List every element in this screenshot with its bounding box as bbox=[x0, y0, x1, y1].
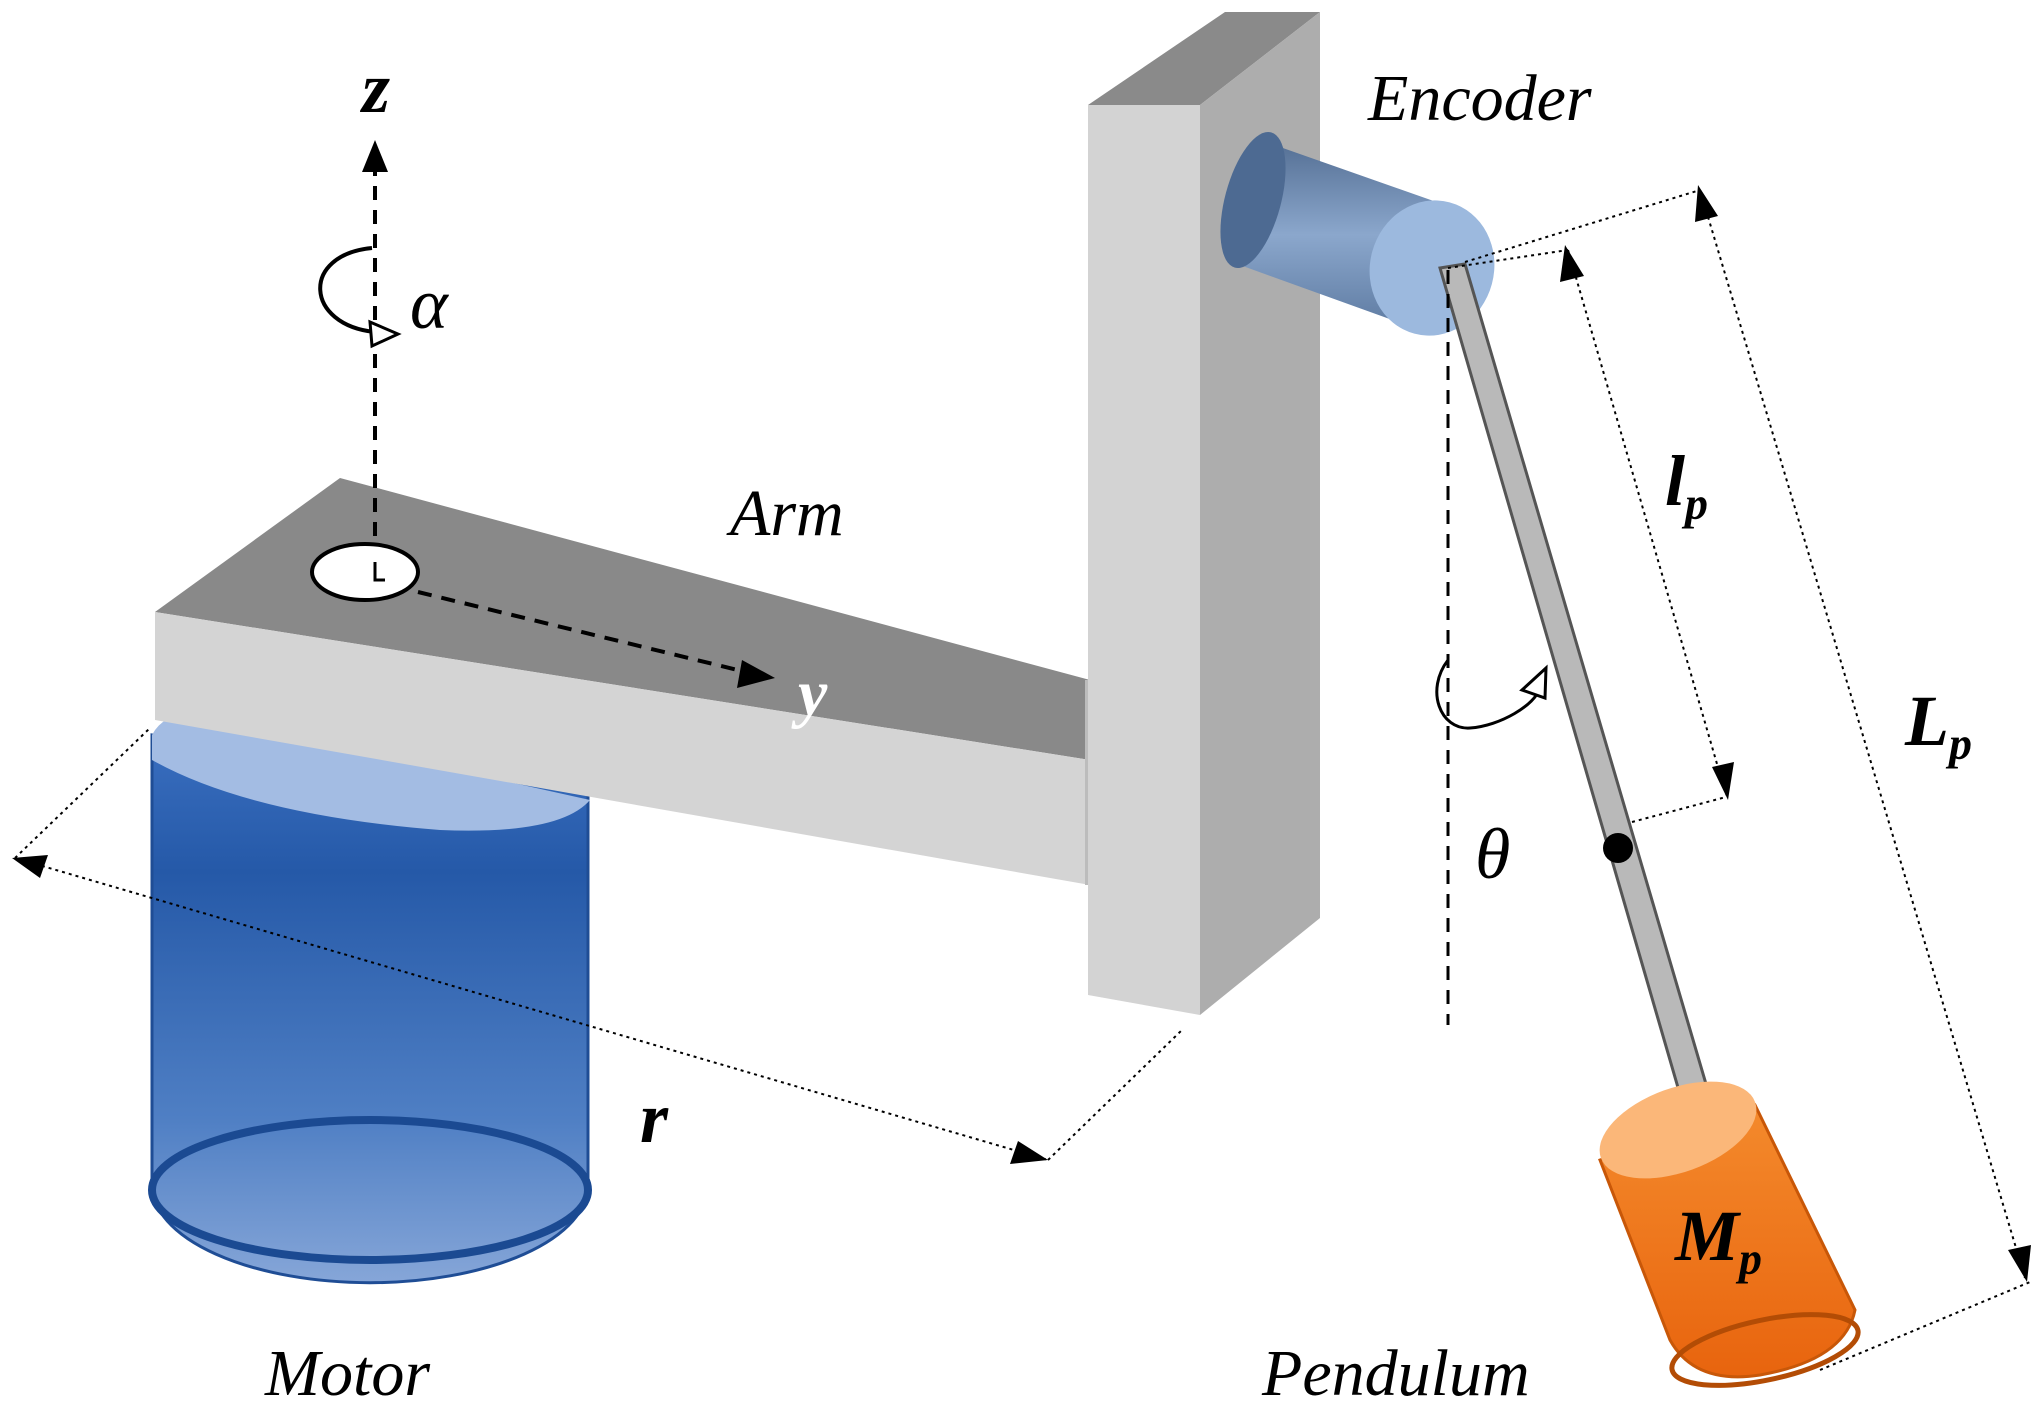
alpha-rotation-arrow bbox=[318, 246, 376, 334]
Mp-label-main: M bbox=[1674, 1196, 1742, 1276]
r-dimension-line bbox=[14, 857, 1049, 1161]
center-of-mass-dot bbox=[1603, 833, 1633, 863]
pendulum-mass bbox=[1598, 1081, 1861, 1388]
encoder-label: Encoder bbox=[1367, 62, 1592, 135]
z-axis bbox=[318, 140, 402, 560]
arm-front-face bbox=[155, 612, 1090, 885]
lp-label-sub: p bbox=[1681, 478, 1708, 529]
mass-top bbox=[1599, 1081, 1757, 1179]
r-arrowhead-left bbox=[12, 855, 48, 878]
Lp-extension-top bbox=[1464, 189, 1701, 263]
Lp-dimension bbox=[1464, 185, 2031, 1371]
z-axis-label: z bbox=[359, 48, 390, 128]
pivot-circle bbox=[310, 542, 420, 602]
lp-extension-bottom bbox=[1631, 796, 1727, 823]
Lp-arrowhead-top bbox=[1695, 185, 1718, 222]
post-top-face bbox=[1088, 12, 1320, 105]
lp-dimension bbox=[1447, 245, 1734, 823]
theta-rotation-arrow bbox=[1435, 659, 1542, 730]
encoder-back bbox=[1220, 131, 1286, 269]
theta-rotation-head bbox=[1519, 664, 1548, 701]
r-dimension bbox=[12, 727, 1183, 1164]
motor-label: Motor bbox=[264, 1337, 430, 1408]
mass-bottom-rim bbox=[1669, 1312, 1861, 1388]
lp-arrowhead-top bbox=[1560, 245, 1584, 282]
theta-label: θ bbox=[1475, 814, 1510, 894]
motor-bottom-rim bbox=[148, 1116, 592, 1264]
r-arrowhead-right bbox=[1010, 1141, 1048, 1164]
lp-label-main: l bbox=[1665, 441, 1685, 521]
rod-body bbox=[1438, 262, 1718, 1124]
pivot bbox=[310, 542, 775, 688]
Lp-dimension-line bbox=[1699, 189, 2026, 1279]
y-axis-label: y bbox=[791, 657, 828, 730]
pivot-tick bbox=[373, 562, 385, 582]
alpha-rotation-head bbox=[368, 319, 402, 349]
motor-body bbox=[150, 733, 590, 1285]
Lp-label: Lp bbox=[1904, 681, 1972, 769]
post-front-face bbox=[1088, 105, 1200, 1015]
r-label: r bbox=[640, 1078, 669, 1158]
y-axis-arrowhead bbox=[737, 660, 775, 688]
motor-top bbox=[152, 713, 590, 831]
Lp-arrowhead-bottom bbox=[2008, 1245, 2031, 1282]
Lp-label-main: L bbox=[1904, 681, 1949, 761]
Mp-label-sub: p bbox=[1735, 1233, 1762, 1284]
lp-label: lp bbox=[1665, 441, 1708, 529]
lp-arrowhead-bottom bbox=[1712, 762, 1734, 800]
y-axis-line bbox=[417, 590, 751, 675]
z-axis-arrowhead bbox=[362, 140, 388, 172]
Lp-label-sub: p bbox=[1945, 718, 1972, 769]
motor bbox=[148, 713, 592, 1285]
Mp-label: Mp bbox=[1674, 1196, 1762, 1284]
theta-reference bbox=[1435, 270, 1548, 1025]
Lp-extension-bottom bbox=[1819, 1281, 2031, 1371]
pendulum-label: Pendulum bbox=[1261, 1337, 1530, 1408]
alpha-label: α bbox=[410, 264, 449, 344]
arm-label: Arm bbox=[726, 477, 844, 550]
r-extension-left bbox=[14, 727, 151, 859]
r-extension-right bbox=[1047, 1029, 1183, 1161]
pendulum-rod bbox=[1438, 262, 1718, 1124]
